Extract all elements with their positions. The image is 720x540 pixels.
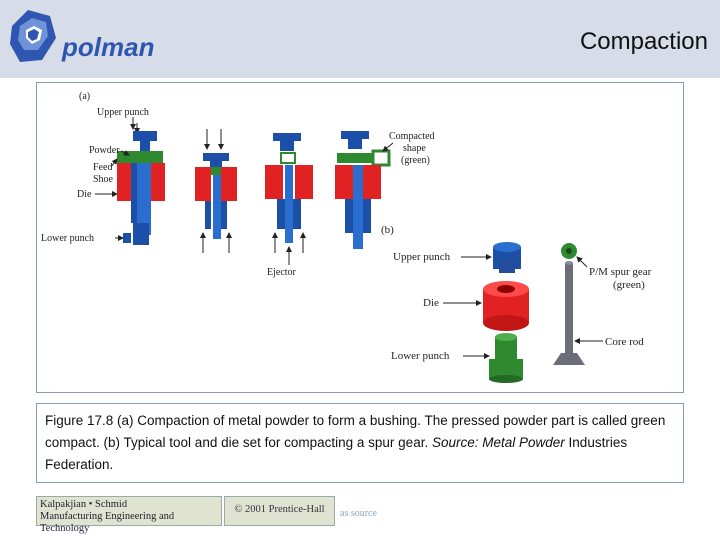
stage-1 bbox=[117, 123, 165, 245]
label-lower-punch-a: Lower punch bbox=[41, 233, 94, 244]
label-gear-2: (green) bbox=[613, 279, 645, 291]
label-compacted-3: (green) bbox=[401, 155, 430, 166]
caption-main: Figure 17.8 (a) Compaction of metal powd… bbox=[45, 413, 666, 450]
page-title: Compaction bbox=[579, 28, 708, 55]
label-gear-1: P/M spur gear bbox=[589, 266, 652, 278]
label-ejector: Ejector bbox=[267, 267, 297, 278]
figure-panel: (a) Upper punch Powder Feed Shoe Die Low… bbox=[36, 82, 684, 393]
label-powder: Powder bbox=[89, 145, 120, 156]
label-core-rod: Core rod bbox=[605, 336, 644, 348]
logo-text: polman bbox=[61, 32, 154, 62]
label-compacted-2: shape bbox=[403, 143, 426, 154]
stage-4 bbox=[335, 131, 391, 249]
part-b-label: (b) bbox=[381, 224, 394, 236]
as-source-text: as source bbox=[340, 508, 377, 519]
label-shoe: Shoe bbox=[93, 174, 114, 185]
compaction-diagram: (a) Upper punch Powder Feed Shoe Die Low… bbox=[41, 91, 652, 383]
label-upper-punch-b: Upper punch bbox=[393, 251, 451, 263]
figure-caption: Figure 17.8 (a) Compaction of metal powd… bbox=[36, 403, 684, 483]
slide-header: polman Compaction bbox=[0, 0, 720, 78]
label-upper-punch-a: Upper punch bbox=[97, 107, 149, 118]
label-die-a: Die bbox=[77, 189, 92, 200]
polman-logo: polman bbox=[10, 10, 154, 62]
logo-mark-icon bbox=[10, 10, 56, 62]
caption-source-end: Industries Federation. bbox=[45, 435, 628, 472]
label-compacted-1: Compacted bbox=[389, 131, 435, 142]
credit-authors: Kalpakjian • Schmid bbox=[40, 499, 128, 510]
die-b bbox=[483, 281, 529, 331]
credit-title: Manufacturing Engineering and Technology bbox=[40, 511, 175, 534]
label-feed: Feed bbox=[93, 162, 112, 173]
gear-and-core-rod bbox=[553, 243, 585, 365]
label-die-b: Die bbox=[423, 297, 439, 309]
copyright-notice: © 2001 Prentice-Hall bbox=[224, 496, 335, 526]
book-credit: Kalpakjian • Schmid Manufacturing Engine… bbox=[36, 496, 222, 534]
upper-punch-b bbox=[493, 242, 521, 273]
caption-source: Source: Metal Powder bbox=[431, 435, 565, 450]
label-lower-punch-b: Lower punch bbox=[391, 350, 450, 362]
part-a-label: (a) bbox=[79, 91, 90, 102]
lower-punch-b bbox=[489, 333, 523, 383]
stage-3 bbox=[265, 133, 313, 253]
stage-2 bbox=[195, 129, 237, 253]
